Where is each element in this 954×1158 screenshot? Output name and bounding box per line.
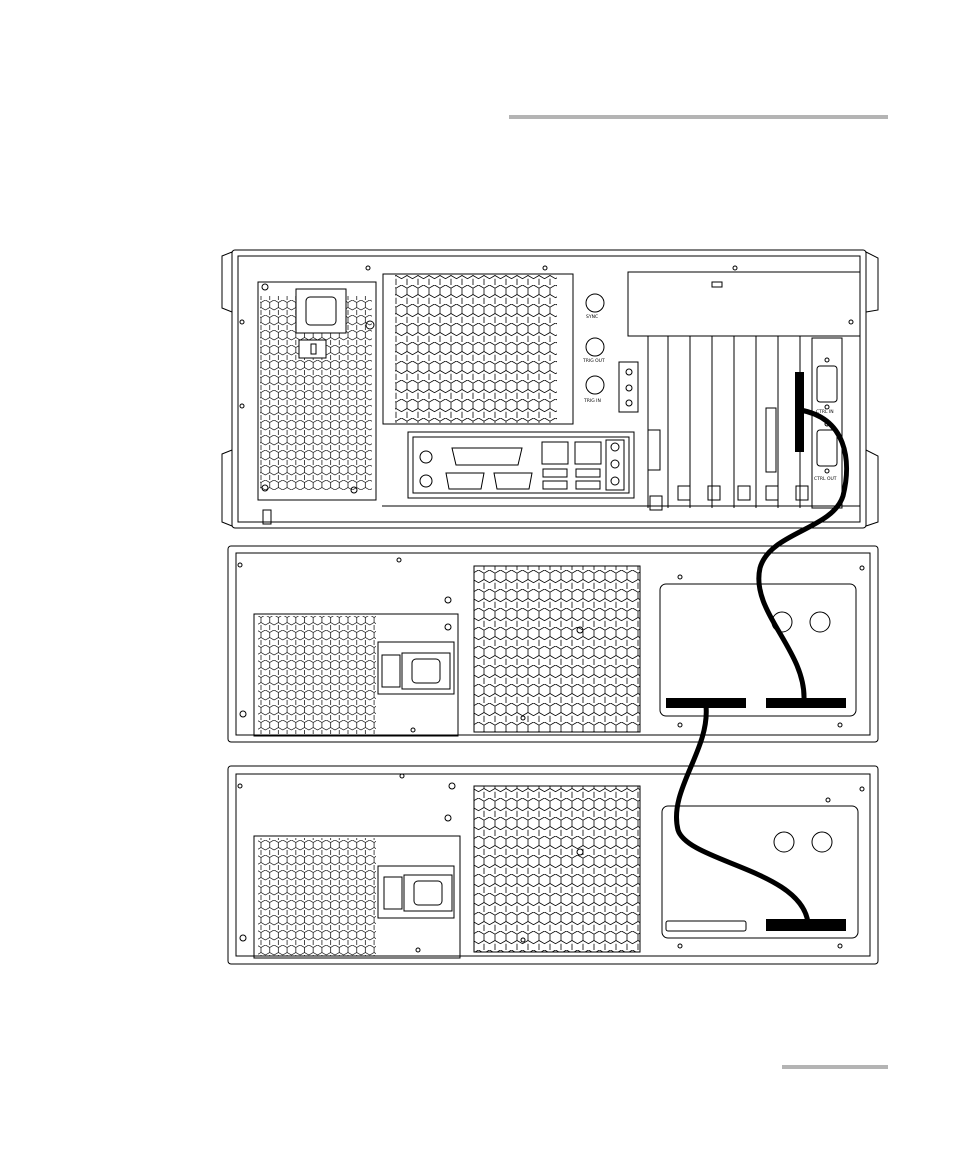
slot-bracket — [648, 430, 660, 470]
fan-grille — [474, 566, 640, 732]
right-handle-lower — [866, 450, 878, 526]
bnc-connector — [810, 612, 830, 632]
fan-grille — [474, 786, 640, 952]
connector-plate — [662, 806, 858, 938]
cable-computer-to-chassis-1 — [759, 410, 847, 700]
sync-label: SYNC — [586, 314, 598, 320]
slot-connector — [766, 408, 776, 472]
computer-chassis — [222, 250, 878, 528]
drive-bay — [628, 272, 860, 336]
ethernet-port-2 — [575, 442, 601, 464]
ps2-port — [420, 451, 432, 463]
ctrl-out-port — [817, 430, 837, 466]
ctrl-in-port — [817, 366, 837, 402]
ethernet-port-1 — [542, 442, 568, 464]
sync-connector — [586, 294, 604, 312]
expansion-chassis-1 — [228, 546, 878, 742]
trig-out-label: TRIG OUT — [582, 358, 605, 364]
vga-port — [494, 473, 532, 489]
left-handle-upper — [222, 252, 232, 312]
parallel-port — [452, 448, 522, 465]
power-switch — [299, 340, 326, 358]
left-handle-lower — [222, 450, 232, 526]
trig-in-connector — [586, 376, 604, 394]
trig-out-connector — [586, 338, 604, 356]
trig-in-label: TRIG IN — [583, 398, 601, 404]
bnc-connector — [774, 832, 794, 852]
fan-grille — [395, 275, 557, 423]
power-inlet — [296, 289, 346, 333]
cable-chassis-1-to-chassis-2 — [676, 706, 808, 923]
connector-plate — [660, 584, 856, 716]
ctrl-out-label: CTRL OUT — [814, 476, 837, 482]
psu-vent — [258, 616, 376, 734]
scsi-connector-left-empty — [666, 921, 746, 931]
right-handle-upper — [866, 252, 878, 312]
expansion-chassis-2 — [228, 766, 878, 964]
serial-port — [446, 473, 484, 489]
psu-vent — [258, 838, 376, 956]
bnc-connector — [812, 832, 832, 852]
